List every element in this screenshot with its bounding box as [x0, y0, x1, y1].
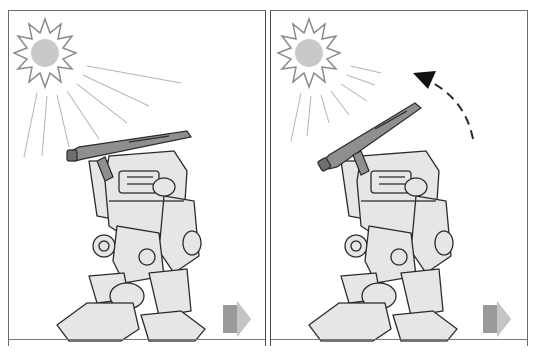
- panel-1-scene: [9, 11, 267, 347]
- motion-arrow-icon: [413, 71, 473, 139]
- sun-icon: [278, 19, 340, 87]
- next-arrow-icon: [483, 301, 511, 337]
- robot-standing-illustration: [57, 151, 205, 341]
- ground-line: [9, 339, 265, 340]
- light-rays: [291, 66, 381, 141]
- next-arrow-icon: [223, 301, 251, 337]
- sun-icon: [14, 19, 76, 87]
- ground-line: [271, 339, 527, 340]
- comic-panel-2: [270, 10, 528, 346]
- robot-standing-illustration: [309, 151, 457, 341]
- comic-panel-1: [8, 10, 266, 346]
- panel-2-scene: [271, 11, 529, 347]
